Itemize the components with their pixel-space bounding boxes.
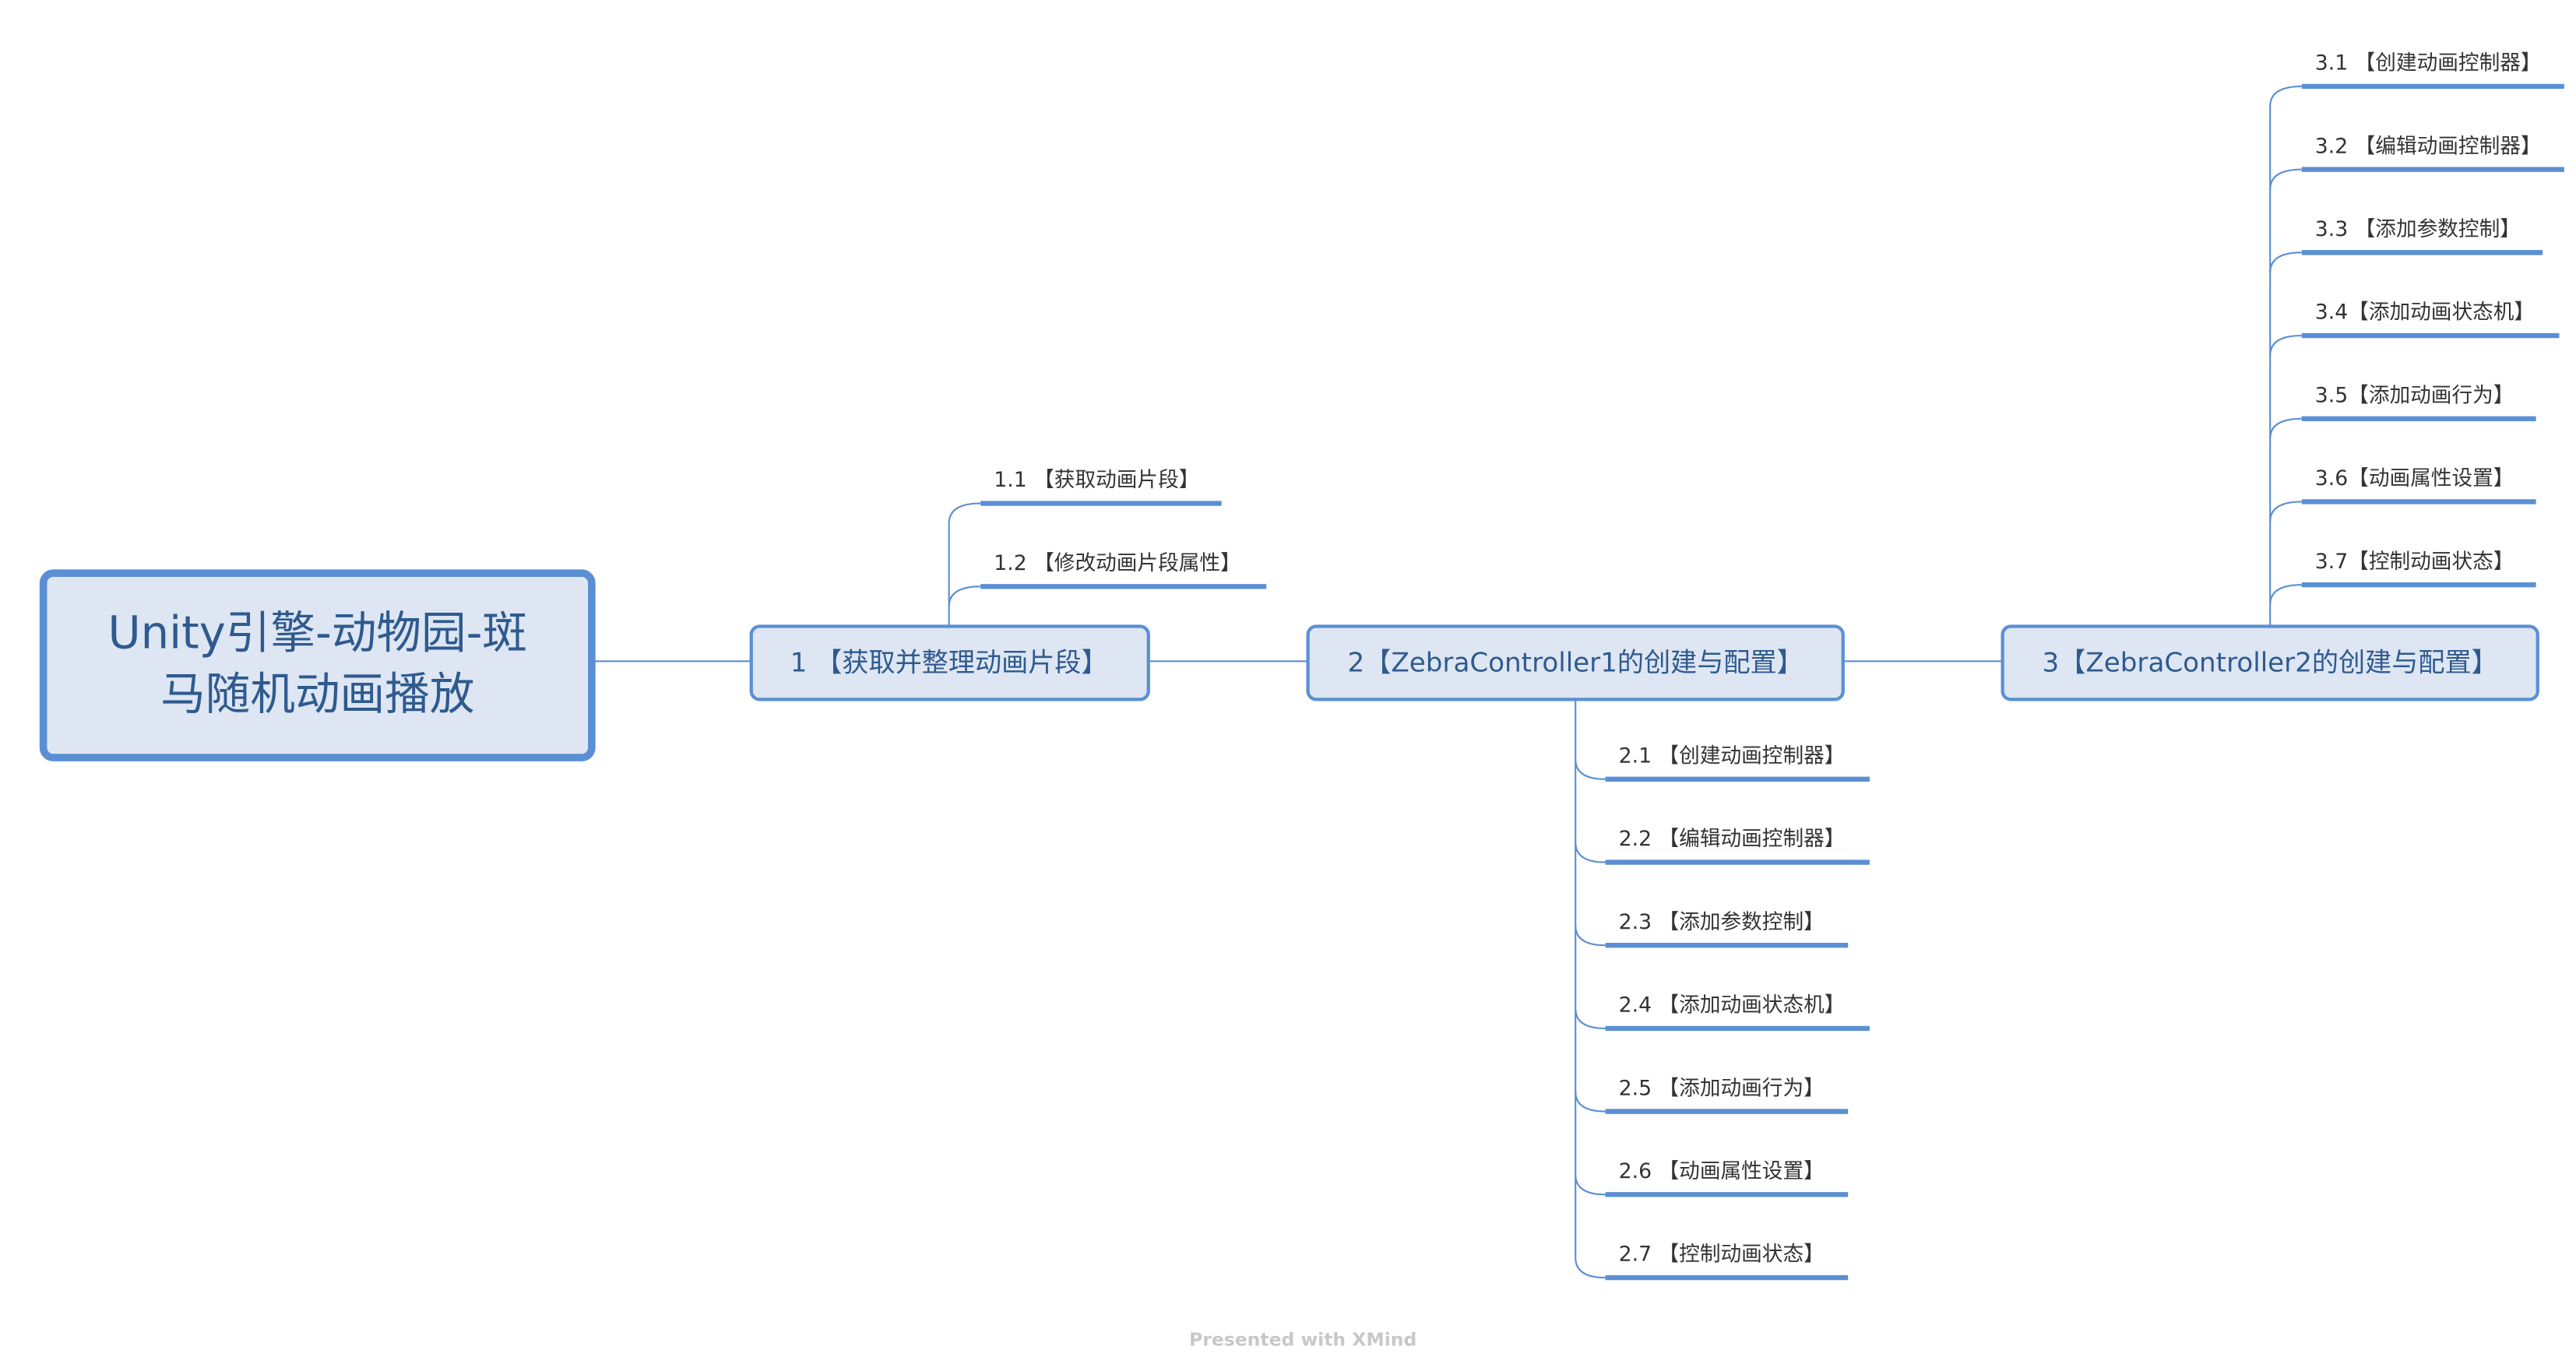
topic-2-label: 2【ZebraController1的创建与配置】 [1348,647,1804,678]
subtopic-connector [2269,501,2302,522]
root-topic-box[interactable] [39,569,596,761]
subtopic-connector [2269,168,2302,190]
subtopic-connector [1575,1174,1606,1196]
subtopic-3-6[interactable]: 3.6【动画属性设置】 [2315,466,2514,490]
topic-1-box[interactable] [749,624,1150,701]
subtopic-connector [2269,584,2302,605]
subtopic-3-2[interactable]: 3.2 【编辑动画控制器】 [2315,134,2542,158]
subtopic-connector [1575,759,1606,780]
subtopic-connector [1575,1257,1606,1279]
footer-credit: Presented with XMind [1189,1329,1416,1351]
subtopic-2-7[interactable]: 2.7 【控制动画状态】 [1619,1243,1825,1267]
subtopic-connector [948,585,981,606]
subtopic-connector [1575,925,1606,947]
subtopic-2-5[interactable]: 2.5 【添加动画行为】 [1619,1076,1825,1100]
subtopic-3-5[interactable]: 3.5【添加动画行为】 [2315,383,2514,407]
subtopic-connector [948,502,981,524]
root-topic[interactable]: Unity引擎-动物园-斑 马随机动画播放 [39,569,596,761]
topic-3[interactable]: 3【ZebraController2的创建与配置】 [2001,624,2539,701]
subtopic-2-4[interactable]: 2.4 【添加动画状态机】 [1619,993,1846,1018]
subtopic-connector [2269,334,2302,356]
subtopic-2-3[interactable]: 2.3 【添加参数控制】 [1619,910,1825,934]
subtopic-connector [2269,251,2302,273]
subtopic-2-6[interactable]: 2.6 【动画属性设置】 [1619,1159,1825,1183]
subtopic-3-4[interactable]: 3.4【添加动画状态机】 [2315,301,2535,325]
root-topic-line2: 马随机动画播放 [160,668,474,720]
subtopic-connector [2269,417,2302,439]
subtopic-connector [1575,1008,1606,1030]
topic-3-box[interactable] [2001,624,2539,701]
subtopic-2-1[interactable]: 2.1 【创建动画控制器】 [1619,744,1846,768]
subtopic-1-2[interactable]: 1.2 【修改动画片段属性】 [994,551,1240,575]
subtopic-connector [1575,842,1606,863]
subtopic-1-1[interactable]: 1.1 【获取动画片段】 [994,468,1199,492]
topic-1[interactable]: 1 【获取并整理动画片段】 [749,624,1150,701]
subtopic-2-2[interactable]: 2.2 【编辑动画控制器】 [1619,827,1846,851]
root-topic-line1: Unity引擎-动物园-斑 [107,606,527,659]
subtopic-3-1[interactable]: 3.1 【创建动画控制器】 [2315,51,2542,76]
subtopic-connector [1575,1091,1606,1113]
subtopic-connector [2269,85,2302,107]
subtopic-3-3[interactable]: 3.3 【添加参数控制】 [2315,217,2521,241]
topic-2[interactable]: 2【ZebraController1的创建与配置】 [1306,624,1845,701]
subtopic-3-7[interactable]: 3.7【控制动画状态】 [2315,550,2514,574]
topic-1-label: 1 【获取并整理动画片段】 [790,647,1108,678]
topic-3-label: 3【ZebraController2的创建与配置】 [2043,647,2498,678]
topic-2-box[interactable] [1306,624,1845,701]
